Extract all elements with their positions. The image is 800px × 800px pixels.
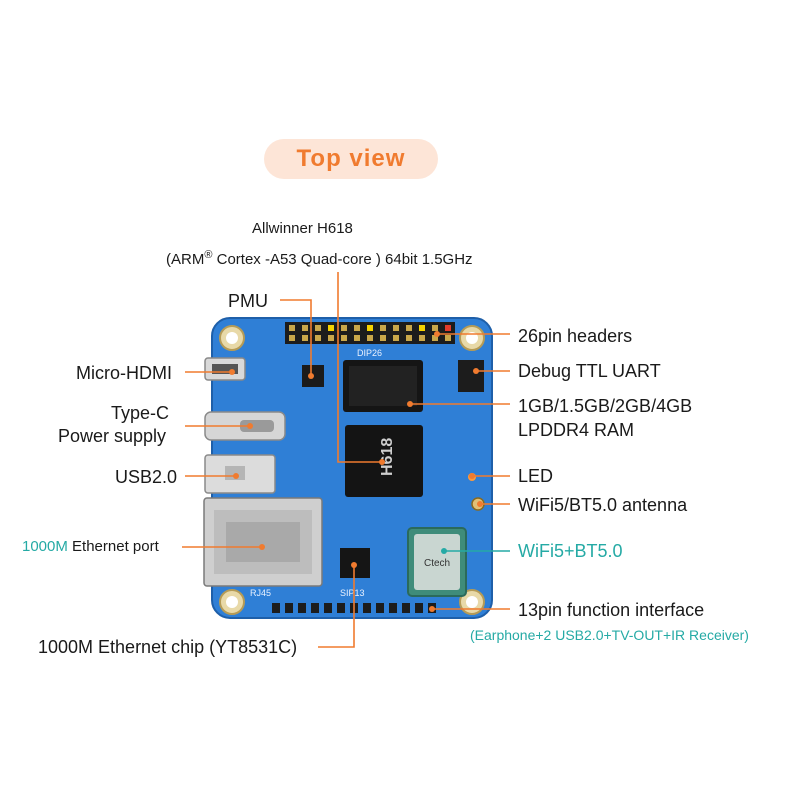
header-pin: [393, 335, 399, 341]
callout-lines: [182, 272, 510, 648]
label-ram-1: 1GB/1.5GB/2GB/4GB: [518, 396, 693, 416]
wifi-brand: Ctech: [424, 558, 450, 569]
function-pin: [272, 603, 280, 613]
label-uart: Debug TTL UART: [518, 361, 661, 381]
header-pin: [354, 325, 360, 331]
silk-dip26: DIP26: [357, 348, 382, 358]
soc-cortex: Cortex -A53 Quad-core ) 64bit 1.5GHz: [212, 251, 473, 268]
header-pin: [289, 325, 295, 331]
title-pill: Top view: [264, 139, 438, 179]
header-pin: [406, 335, 412, 341]
label-eth-chip: 1000M Ethernet chip (YT8531C): [38, 637, 298, 657]
label-function-sub: (Earphone+2 USB2.0+TV-OUT+IR Receiver): [470, 627, 749, 643]
label-headers: 26pin headers: [518, 326, 633, 346]
function-pin: [337, 603, 345, 613]
header-pin: [380, 335, 386, 341]
function-pin: [285, 603, 293, 613]
label-typec-2: Power supply: [58, 426, 167, 446]
soc-arm: (ARM: [166, 251, 205, 268]
header-pin: [380, 325, 386, 331]
function-pin: [402, 603, 410, 613]
eth-port-text: Ethernet port: [67, 538, 159, 555]
header-pin: [315, 335, 321, 341]
label-typec-1: Type-C: [111, 403, 170, 423]
header-pin: [406, 325, 412, 331]
header-pin: [354, 335, 360, 341]
label-micro-hdmi: Micro-HDMI: [76, 363, 172, 383]
function-pin: [311, 603, 319, 613]
header-pin: [432, 325, 438, 331]
function-pin: [298, 603, 306, 613]
header-pin: [341, 325, 347, 331]
header-pin: [289, 335, 295, 341]
function-pin: [363, 603, 371, 613]
header-pin: [432, 335, 438, 341]
header-pin: [367, 325, 373, 331]
header-pin: [341, 335, 347, 341]
function-pin: [389, 603, 397, 613]
uart-pins: [458, 360, 484, 392]
label-ram-2: LPDDR4 RAM: [518, 420, 635, 440]
function-pin: [324, 603, 332, 613]
label-pmu: PMU: [228, 291, 268, 311]
registered-mark: ®: [204, 249, 213, 261]
header-pin: [302, 335, 308, 341]
function-pin: [415, 603, 423, 613]
label-eth-port: 1000M Ethernet port: [22, 537, 159, 557]
soc-label-line2: (ARM® Cortex -A53 Quad-core ) 64bit 1.5G…: [166, 245, 473, 270]
silk-rj45: RJ45: [250, 588, 271, 598]
header-pin: [302, 325, 308, 331]
soc-label-line1: Allwinner H618: [252, 220, 353, 237]
page-title: Top view: [296, 145, 406, 172]
function-pin: [376, 603, 384, 613]
silk-sip13: SIP13: [340, 588, 365, 598]
header-pin: [315, 325, 321, 331]
header-pin: [328, 325, 334, 331]
header-pin: [419, 335, 425, 341]
header-pin: [419, 325, 425, 331]
eth-speed: 1000M: [22, 538, 68, 555]
label-wifi: WiFi5+BT5.0: [518, 541, 623, 561]
header-pin: [328, 335, 334, 341]
header-pin: [393, 325, 399, 331]
header-pin: [367, 335, 373, 341]
label-usb: USB2.0: [115, 467, 178, 487]
label-led: LED: [518, 466, 554, 486]
callout-dots: [229, 331, 483, 612]
label-antenna: WiFi5/BT5.0 antenna: [518, 495, 688, 515]
label-function: 13pin function interface: [518, 600, 705, 620]
callout-dot-wifi: [441, 548, 447, 554]
pin-header-26: [285, 322, 455, 344]
soc-chip-label: H618: [379, 438, 396, 476]
header-pin: [445, 335, 451, 341]
header-pin: [445, 325, 451, 331]
